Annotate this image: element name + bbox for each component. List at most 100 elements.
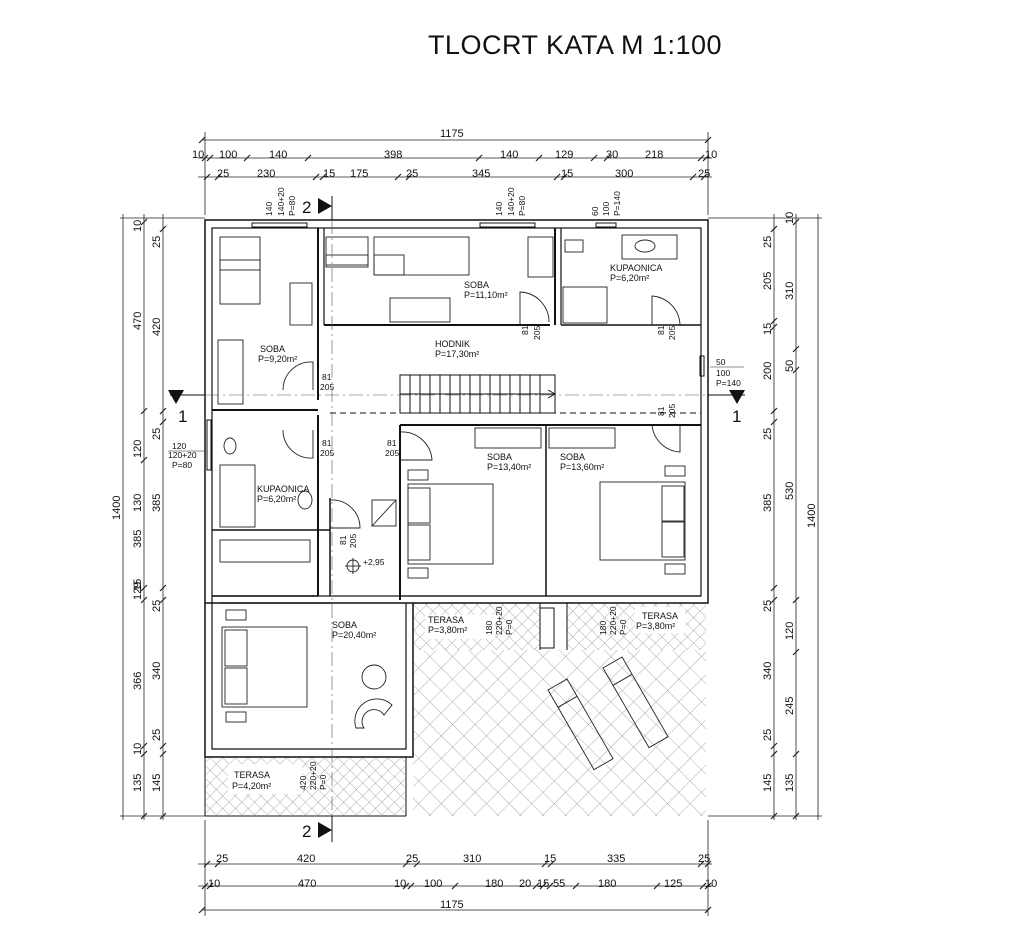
dim-right-i-4: 25	[762, 428, 774, 440]
dim-bot-r2-2: 10	[394, 878, 406, 890]
left-dimension-labels: 1400 10 470 120 385 15 129 366 10 135 25…	[111, 220, 163, 792]
room-1-area: P=9,20m²	[258, 354, 297, 364]
terrace-label-bg-a	[425, 615, 495, 639]
annotation-label: 180	[484, 621, 494, 635]
dim-top-r2-8: 25	[698, 168, 710, 180]
top-dimension-labels: 1175 10 100 140 398 140 129 30 218 10 25…	[192, 128, 717, 180]
annotation-label: 205	[667, 326, 677, 340]
annotation-label: 81	[520, 325, 530, 335]
furniture	[217, 234, 686, 771]
annotation-label: 220+20	[308, 761, 318, 790]
annotation-label: 81	[656, 406, 666, 416]
dim-right-m-3: 530	[784, 482, 796, 500]
terrace-label-bg-b	[635, 607, 685, 633]
drawing-title: TLOCRT KATA M 1:100	[427, 30, 723, 60]
opening-annotations: 140 140+20 P=80 140 140+20 P=80 60 100 P…	[168, 187, 744, 790]
dim-top-r2-2: 15	[323, 168, 335, 180]
annotation-label: 205	[320, 382, 334, 392]
dim-top-r1-8: 10	[705, 149, 717, 161]
room-10-area: P=3,80m²	[636, 621, 675, 631]
section-1-left-label: 1	[178, 407, 187, 426]
room-11-name: TERASA	[234, 770, 270, 780]
dim-left-i-4: 385	[151, 494, 163, 512]
annotation-label: P=80	[287, 196, 297, 216]
room-6-area: P=13,40m²	[487, 462, 531, 472]
dim-left-i-5: 25	[151, 600, 163, 612]
annotation-label: 205	[385, 448, 399, 458]
annotation-label: P=0	[318, 774, 328, 790]
dim-top-total: 1175	[440, 128, 464, 140]
section-1-left-arrow-icon	[168, 390, 184, 404]
dim-left-i-7: 25	[151, 729, 163, 741]
dim-right-i-9: 145	[762, 774, 774, 792]
dim-top-r1-5: 129	[555, 149, 573, 161]
annotation-label: 81	[322, 438, 332, 448]
dim-left-o-1: 470	[132, 312, 144, 330]
dim-bot-total: 1175	[440, 899, 464, 911]
annotation-label: 60	[590, 206, 600, 216]
dim-bot-r1-5: 335	[607, 853, 625, 865]
annotation-label: 220+20	[608, 606, 618, 635]
annotation-label: 180	[598, 621, 608, 635]
annotation-label: 50	[716, 357, 726, 367]
dim-top-r2-3: 175	[350, 168, 368, 180]
annotation-label: 81	[656, 325, 666, 335]
annotation-label: P=140	[716, 378, 741, 388]
room-9-area: P=3,80m²	[428, 625, 467, 635]
section-2-bottom-arrow-icon	[318, 822, 332, 838]
section-1-right-label: 1	[732, 407, 741, 426]
terrace-floor-large	[413, 650, 706, 816]
annotation-label: 120+20	[168, 450, 197, 460]
dim-bot-r2-4: 180	[485, 878, 503, 890]
room-11-area: P=4,20m²	[232, 781, 271, 791]
bottom-dimensions	[198, 820, 712, 916]
dim-right-m-4: 120	[784, 622, 796, 640]
dim-left-total: 1400	[111, 496, 123, 520]
dim-top-r2-6: 15	[561, 168, 573, 180]
dim-right-m-0: 10	[784, 212, 796, 224]
terrace-railings	[205, 602, 706, 758]
section-2-top-label: 2	[302, 198, 311, 217]
annotation-label: 140	[494, 202, 504, 216]
dim-bot-r1-0: 25	[216, 853, 228, 865]
room-4-name: HODNIK	[435, 339, 470, 349]
dim-top-r1-6: 30	[606, 149, 618, 161]
dim-right-i-1: 205	[762, 272, 774, 290]
dim-top-r1-0: 10	[192, 149, 204, 161]
dim-right-i-8: 25	[762, 729, 774, 741]
level-mark: +2,95	[363, 557, 385, 567]
room-9-name: TERASA	[428, 615, 464, 625]
dim-bot-r1-6: 25	[698, 853, 710, 865]
room-7-area: P=13,60m²	[560, 462, 604, 472]
dim-bot-r2-1: 470	[298, 878, 316, 890]
dim-left-i-2: 25	[151, 428, 163, 440]
annotation-label: 81	[338, 535, 348, 545]
room-6-name: SOBA	[487, 452, 512, 462]
dim-left-i-8: 145	[151, 774, 163, 792]
dim-bot-r2-9: 125	[664, 878, 682, 890]
room-3-area: P=6,20m²	[610, 273, 649, 283]
annotation-label: 100	[716, 368, 730, 378]
dim-left-o-0: 10	[132, 220, 144, 232]
room-4-area: P=17,30m²	[435, 349, 479, 359]
dim-right-total: 1400	[806, 504, 818, 528]
dim-top-r2-1: 230	[257, 168, 275, 180]
annotation-label: 120	[172, 441, 186, 451]
dim-bot-r2-8: 180	[598, 878, 616, 890]
annotation-label: 205	[320, 448, 334, 458]
dim-right-i-2: 15	[762, 323, 774, 335]
room-2-name: SOBA	[464, 280, 489, 290]
room-8-name: SOBA	[332, 620, 357, 630]
dim-left-o-5: 129	[132, 582, 144, 600]
annotation-label: P=0	[504, 619, 514, 635]
room-3-name: KUPAONICA	[610, 263, 662, 273]
dim-right-i-6: 25	[762, 600, 774, 612]
dim-bot-r1-2: 25	[406, 853, 418, 865]
left-dimensions	[120, 214, 205, 820]
section-1-right-arrow-icon	[729, 390, 745, 404]
dim-right-m-6: 135	[784, 774, 796, 792]
dim-left-o-2: 120	[132, 440, 144, 458]
walls	[204, 219, 709, 817]
section-2-top-arrow-icon	[318, 198, 332, 214]
annotation-label: 220+20	[494, 606, 504, 635]
